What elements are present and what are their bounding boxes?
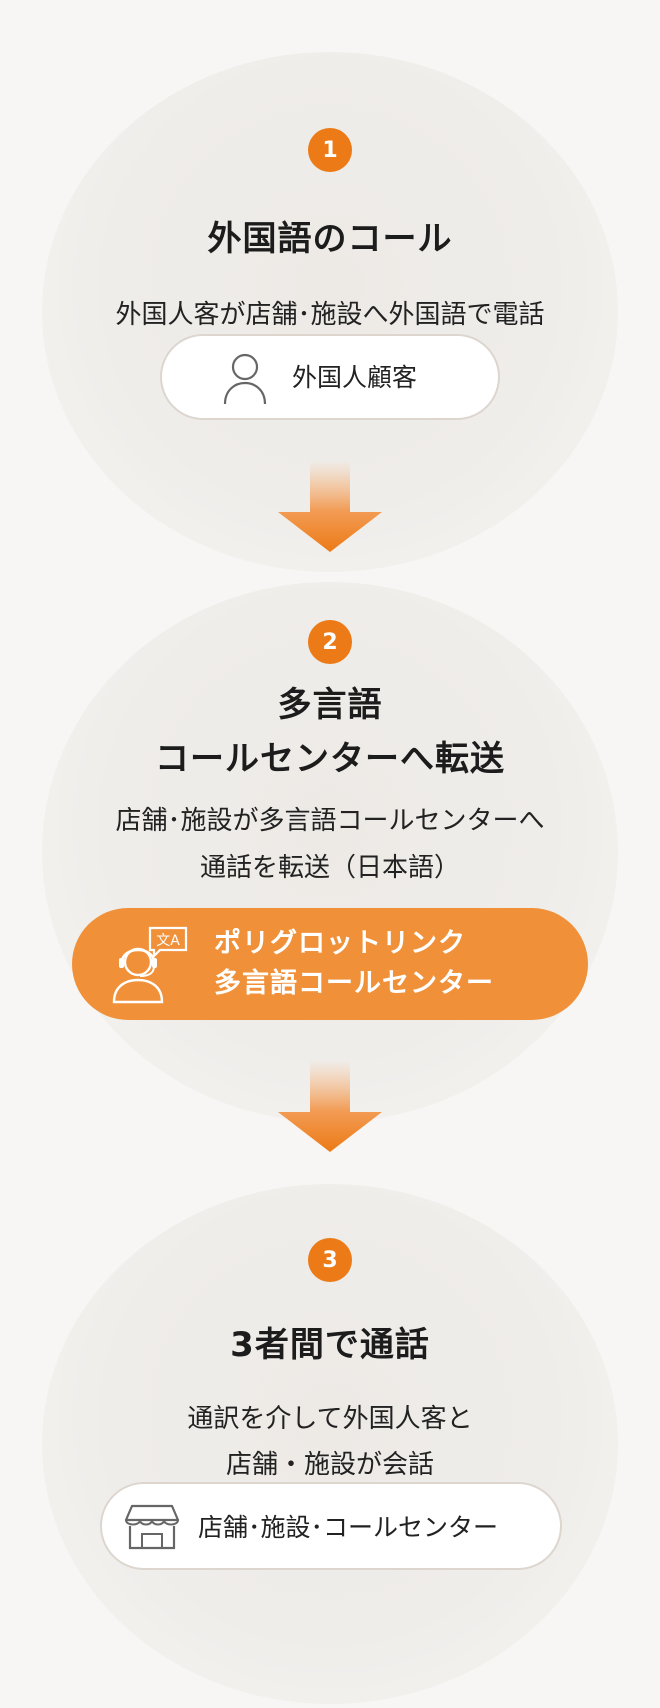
step-2-description-line1: 店舗･施設が多言語コールセンターへ bbox=[115, 806, 545, 836]
step-3-description-line1: 通訳を介して外国人客と bbox=[187, 1404, 473, 1434]
call-center-pill-line2: 多言語コールセンター bbox=[214, 968, 494, 999]
step-2-description-line2: 通話を転送（日本語） bbox=[199, 853, 460, 883]
step-3-title: 3者間で通話 bbox=[230, 1325, 430, 1365]
person-icon bbox=[222, 352, 268, 410]
step-number-badge: 1 bbox=[308, 128, 352, 172]
customer-pill-label: 外国人顧客 bbox=[292, 363, 418, 392]
step-1-title: 外国語のコール bbox=[207, 219, 453, 259]
participants-pill-label: 店舗･施設･コールセンター bbox=[198, 1513, 499, 1542]
step-1-description: 外国人客が店舗･施設へ外国語で電話 bbox=[115, 300, 545, 330]
customer-pill: 外国人顧客 bbox=[160, 334, 500, 420]
participants-pill: 店舗･施設･コールセンター bbox=[100, 1482, 562, 1570]
translate-badge: 文A bbox=[156, 933, 180, 949]
step-2-title-line1: 多言語 bbox=[277, 685, 383, 725]
store-icon bbox=[124, 1504, 180, 1554]
step-3-description-line2: 店舗・施設が会話 bbox=[225, 1450, 434, 1480]
operator-headset-icon: 文A bbox=[108, 924, 198, 1008]
down-arrow-icon bbox=[278, 460, 382, 552]
step-2-panel: 2 多言語 コールセンターへ転送 店舗･施設が多言語コールセンターへ 通話を転送… bbox=[42, 582, 618, 1122]
step-number-badge: 2 bbox=[308, 620, 352, 664]
step-2-title-line2: コールセンターへ転送 bbox=[155, 739, 505, 779]
step-number-badge: 3 bbox=[308, 1238, 352, 1282]
down-arrow-icon bbox=[278, 1060, 382, 1152]
step-3-panel: 3 3者間で通話 通訳を介して外国人客と 店舗・施設が会話 店舗･施設･コールセ… bbox=[42, 1184, 618, 1704]
call-center-pill: 文A ポリグロットリンク 多言語コールセンター bbox=[72, 908, 588, 1020]
call-center-pill-line1: ポリグロットリンク bbox=[214, 928, 466, 959]
